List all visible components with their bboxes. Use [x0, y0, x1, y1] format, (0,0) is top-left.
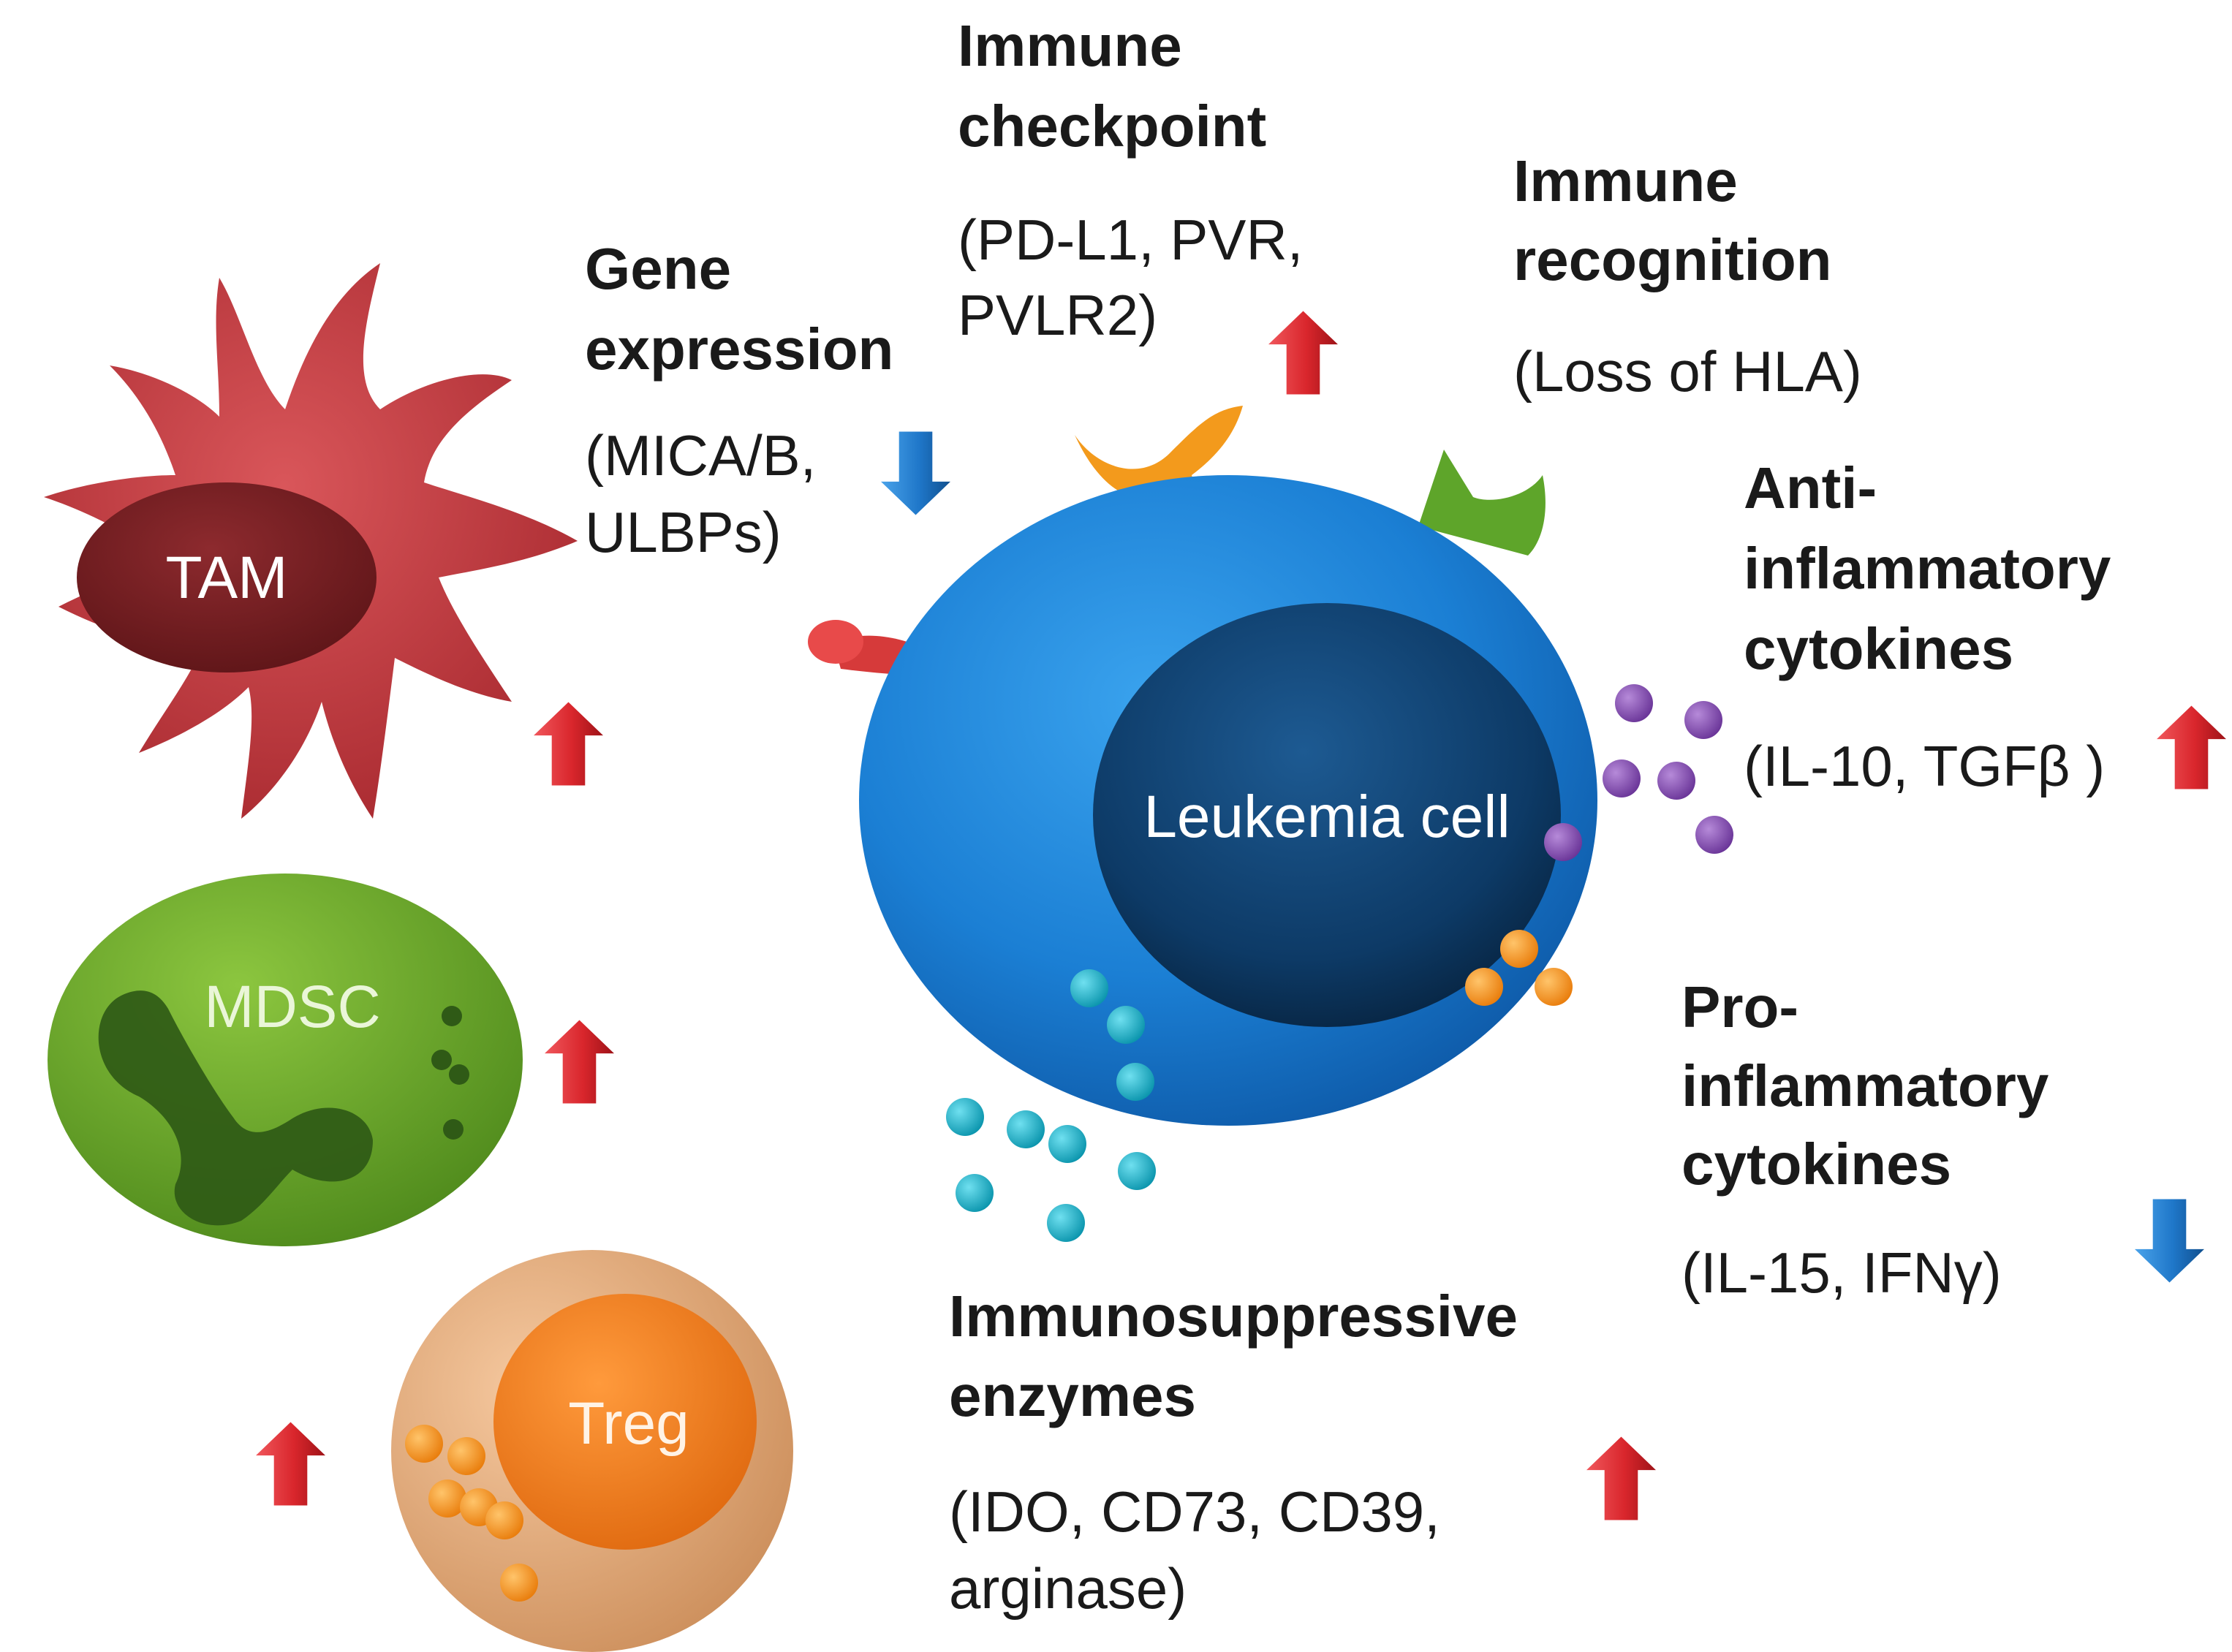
hla-receptor [1418, 450, 1546, 556]
immune-checkpoint-up-arrow-icon [1268, 311, 1338, 395]
immunosuppressive-detail-1: (IDO, CD73, CD39, [949, 1479, 1440, 1544]
cytokine-dot [1615, 684, 1653, 722]
anti-inflammatory-title-2: inflammatory [1744, 536, 2111, 601]
pro-inflammatory-down-arrow-icon [2135, 1199, 2204, 1283]
mdsc-up-arrow-icon [545, 1020, 614, 1104]
anti-inflammatory-up-arrow-icon [2157, 705, 2226, 789]
leukemia-label: Leukemia cell [1143, 784, 1510, 850]
mdsc-cell: MDSC [48, 874, 523, 1246]
enzyme-dot [1118, 1152, 1156, 1190]
anti-inflammatory-cytokines-dots [1544, 684, 1733, 861]
leukemia-nucleus [1093, 603, 1561, 1027]
immunosuppressive-title-2: enzymes [949, 1363, 1196, 1428]
immunosuppressive-enzyme-dots [946, 969, 1156, 1242]
mdsc-granule [443, 1119, 464, 1140]
pro-inflammatory-title-3: cytokines [1681, 1132, 1951, 1197]
enzyme-dot [956, 1174, 994, 1212]
tam-label: TAM [165, 545, 287, 611]
mdsc-nucleus [98, 990, 373, 1226]
immune-recognition-title-2: recognition [1513, 227, 1832, 292]
cytokine-dot [1695, 816, 1733, 854]
pro-inflammatory-title-1: Pro- [1681, 974, 1798, 1039]
mic-ligand-head [808, 620, 863, 664]
orange-granule [1465, 968, 1503, 1006]
immune-checkpoint-block: Immune checkpoint (PD-L1, PVR, PVLR2) [958, 13, 1303, 347]
tam-up-arrow-icon [534, 702, 603, 786]
immune-recognition-title-1: Immune [1513, 148, 1738, 213]
enzyme-dot [1048, 1125, 1086, 1163]
mdsc-granule [442, 1006, 462, 1026]
immunosuppressive-title-1: Immunosuppressive [949, 1284, 1518, 1349]
pro-inflammatory-block: Pro- inflammatory cytokines (IL-15, IFNγ… [1681, 974, 2049, 1305]
treg-granule [428, 1479, 466, 1518]
cytokine-dot [1684, 701, 1722, 739]
enzyme-dot [946, 1098, 984, 1136]
immunosuppressive-up-arrow-icon [1586, 1436, 1656, 1520]
cytokine-dot [1603, 759, 1641, 797]
mdsc-label: MDSC [204, 974, 380, 1040]
enzyme-dot [1116, 1063, 1154, 1101]
cytokine-dot [1657, 762, 1695, 800]
gene-expression-block: Gene expression (MICA/B, ULBPs) [585, 236, 893, 564]
anti-inflammatory-title-3: cytokines [1744, 616, 2013, 681]
treg-label: Treg [568, 1390, 689, 1457]
mdsc-granule [431, 1050, 452, 1070]
immunosuppressive-block: Immunosuppressive enzymes (IDO, CD73, CD… [949, 1284, 1518, 1621]
gene-expression-down-arrow-icon [881, 431, 950, 515]
treg-up-arrow-icon [256, 1422, 325, 1506]
mdsc-body [48, 874, 523, 1246]
enzyme-dot [1047, 1204, 1085, 1242]
immunosuppressive-detail-2: arginase) [949, 1556, 1187, 1621]
gene-expression-title-1: Gene [585, 236, 731, 301]
enzyme-dot [1107, 1006, 1145, 1044]
anti-inflammatory-title-1: Anti- [1744, 455, 1877, 520]
pro-inflammatory-detail-1: (IL-15, IFNγ) [1681, 1240, 2002, 1305]
treg-granule [405, 1425, 443, 1463]
treg-granule [447, 1437, 485, 1475]
treg-nucleus [493, 1294, 757, 1550]
immune-recognition-block: Immune recognition (Loss of HLA) [1513, 148, 1862, 403]
immune-checkpoint-detail-1: (PD-L1, PVR, [958, 208, 1303, 272]
immune-checkpoint-title-2: checkpoint [958, 94, 1266, 159]
enzyme-dot [1070, 969, 1108, 1007]
cytokine-dot [1544, 823, 1582, 861]
orange-granule [1535, 968, 1573, 1006]
orange-granule [1500, 930, 1538, 968]
treg-granule [485, 1501, 523, 1539]
pro-inflammatory-title-2: inflammatory [1681, 1053, 2049, 1118]
checkpoint-receptor [1075, 406, 1243, 534]
leukemia-orange-granules [1465, 930, 1573, 1006]
gene-expression-detail-2: ULBPs) [585, 500, 782, 564]
treg-cell: Treg [391, 1250, 793, 1652]
anti-inflammatory-detail-1: (IL-10, TGFβ ) [1744, 734, 2105, 798]
checkpoint-receptor-shape [1075, 406, 1243, 534]
tam-nucleus [77, 482, 377, 672]
hla-receptor-shape [1418, 450, 1546, 556]
tam-cell: TAM [44, 263, 578, 819]
immune-checkpoint-title-1: Immune [958, 13, 1182, 78]
treg-granule [500, 1564, 538, 1602]
gene-expression-detail-1: (MICA/B, [585, 423, 816, 488]
leukemia-cell: Leukemia cell [859, 475, 1597, 1126]
immune-recognition-detail-1: (Loss of HLA) [1513, 339, 1862, 403]
immune-checkpoint-detail-2: PVLR2) [958, 283, 1157, 347]
enzyme-dot [1007, 1110, 1045, 1148]
anti-inflammatory-block: Anti- inflammatory cytokines (IL-10, TGF… [1744, 455, 2111, 798]
gene-expression-title-2: expression [585, 317, 893, 382]
mdsc-granule [449, 1064, 469, 1085]
